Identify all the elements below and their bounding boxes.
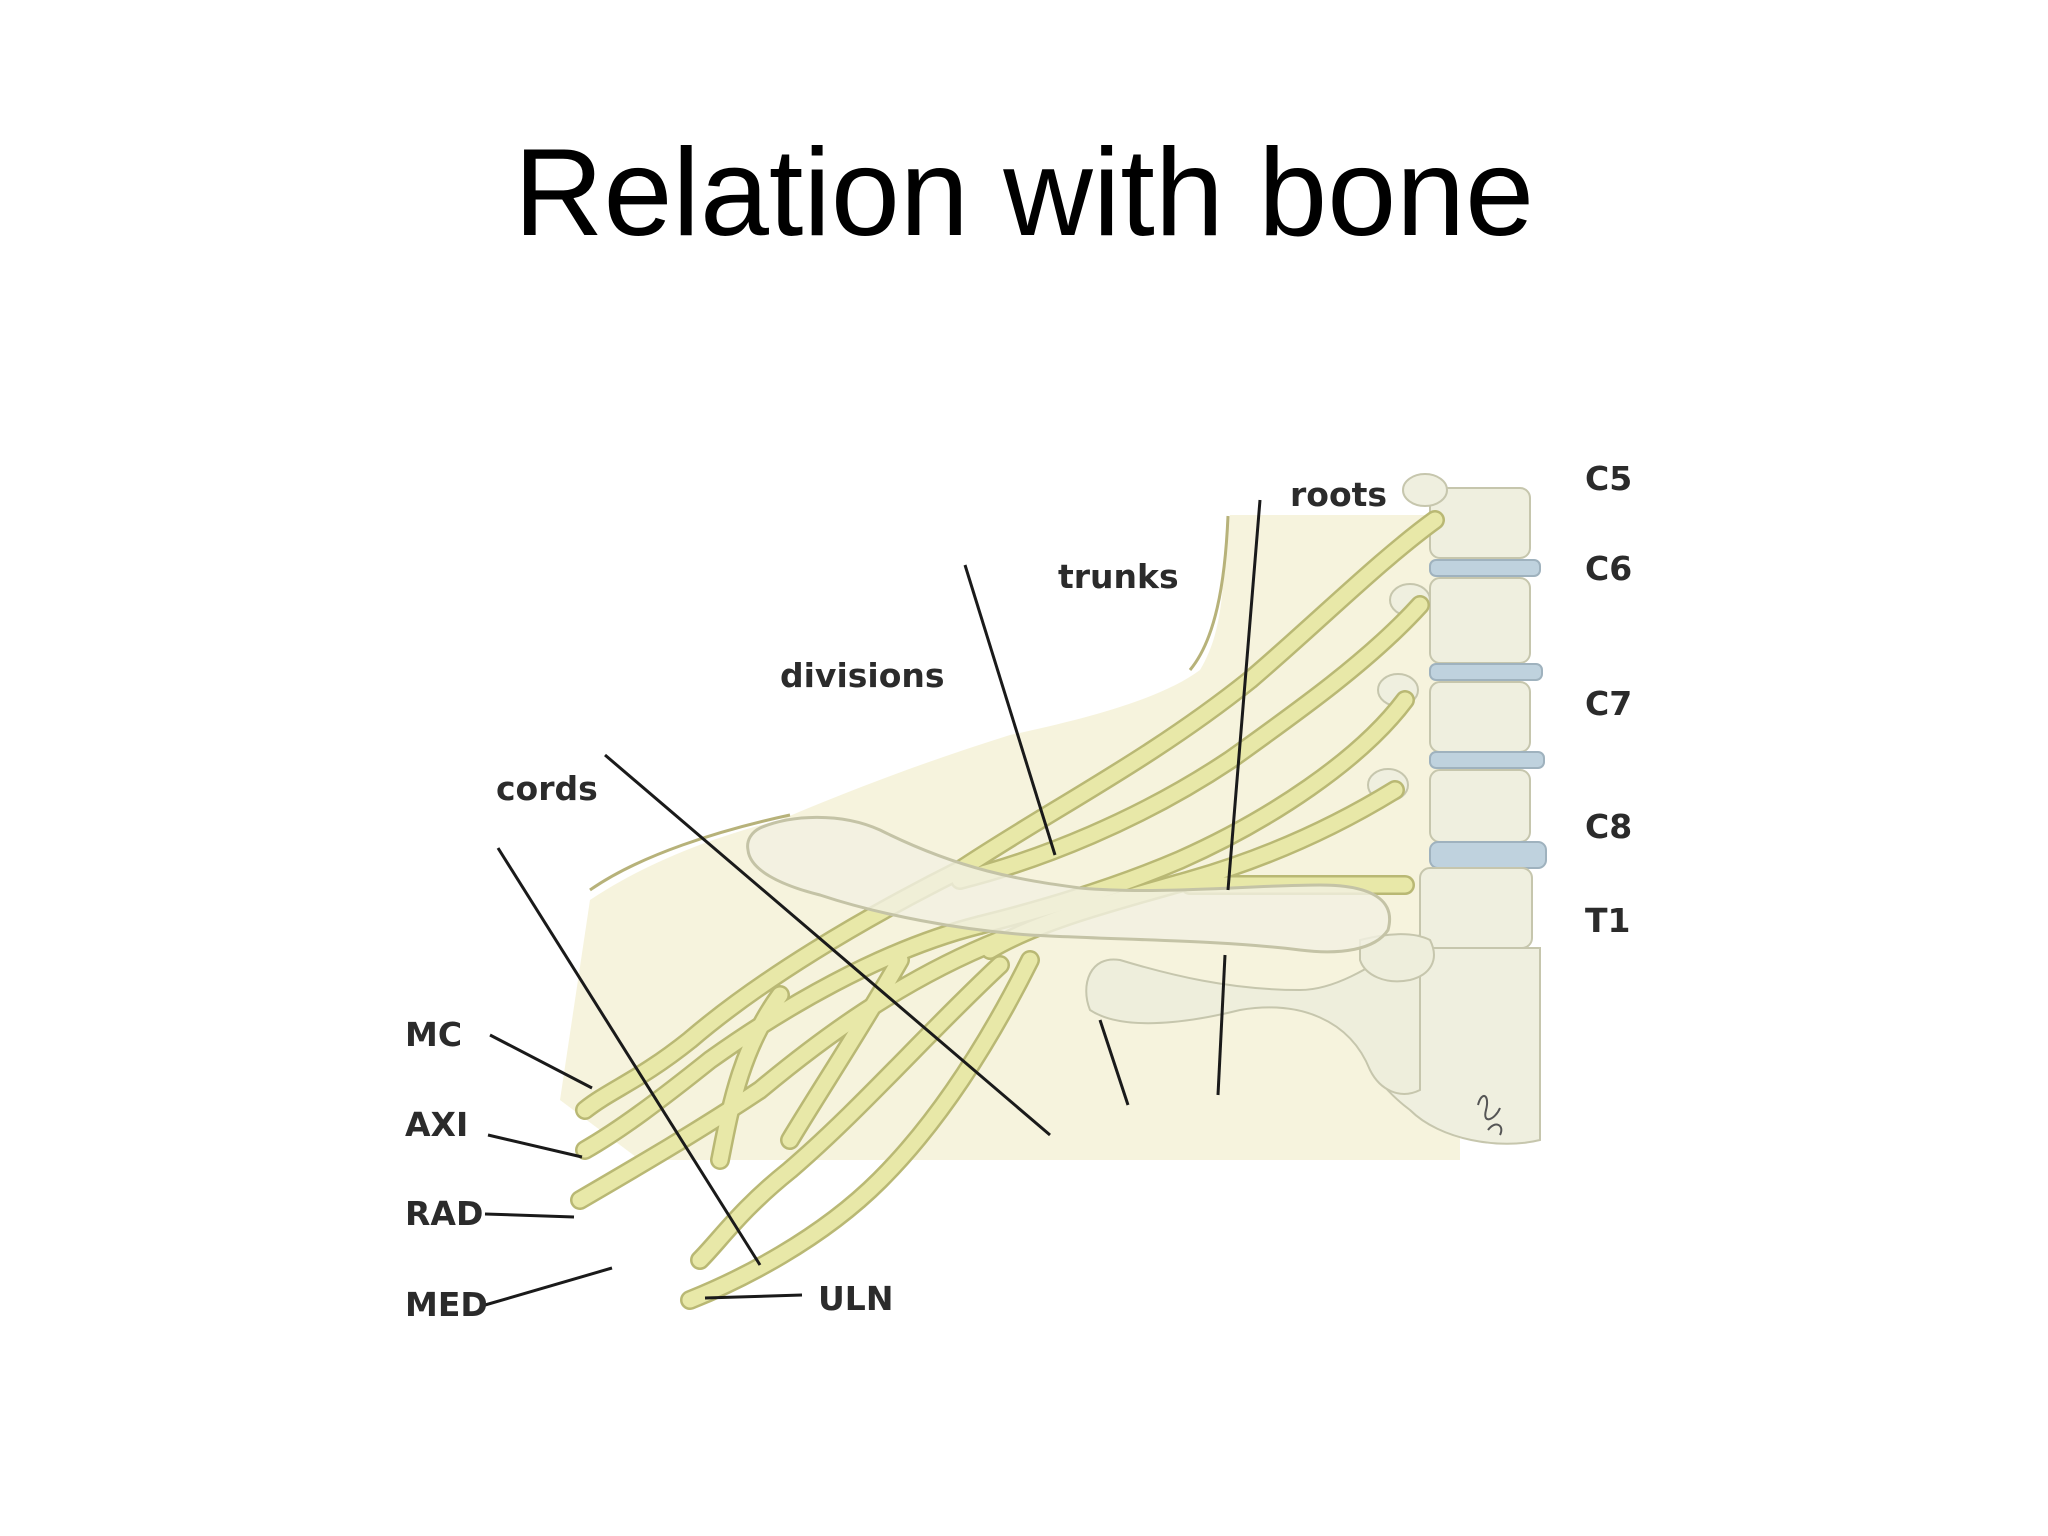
- vertebra-c6: [1429, 577, 1531, 664]
- label-level-c5: C5: [1585, 459, 1632, 498]
- label-level-c6: C6: [1585, 549, 1632, 588]
- vertebra-c7: [1429, 681, 1531, 753]
- shoulder-outline: [589, 813, 791, 892]
- clavicle: [746, 815, 1391, 954]
- leader-line-rib-right: [1216, 954, 1227, 1096]
- label-roots: roots: [1290, 475, 1387, 514]
- label-nerve-mc: MC: [405, 1015, 462, 1054]
- neck-outline: [1188, 515, 1230, 671]
- leader-line-rib-left: [1098, 1019, 1130, 1106]
- label-nerve-rad: RAD: [405, 1194, 483, 1233]
- leader-line-med: [484, 1266, 613, 1307]
- first-rib: [1085, 933, 1421, 1095]
- vertebra-c8: [1429, 769, 1531, 843]
- leader-line-axi: [487, 1133, 583, 1159]
- leader-line-mc: [489, 1033, 593, 1090]
- label-nerve-axi: AXI: [405, 1105, 468, 1144]
- leader-line-trunks: [963, 564, 1057, 856]
- leader-line-uln: [704, 1293, 803, 1300]
- label-trunks: trunks: [1058, 557, 1179, 596]
- leader-line-cords: [496, 847, 762, 1266]
- disc-c6-c7: [1429, 663, 1543, 681]
- label-level-c7: C7: [1585, 684, 1632, 723]
- label-nerve-med: MED: [405, 1285, 488, 1324]
- label-cords: cords: [496, 769, 598, 808]
- leader-line-roots: [1226, 499, 1262, 891]
- leader-lines: [484, 499, 1262, 1307]
- transverse-process-c5: [1402, 473, 1448, 507]
- first-rib-head: [1359, 933, 1435, 983]
- disc-c5-c6: [1429, 559, 1541, 577]
- leader-line-divisions: [604, 753, 1051, 1137]
- disc-c8-t1: [1429, 841, 1547, 869]
- label-level-c8: C8: [1585, 807, 1632, 846]
- slide-title: Relation with bone: [513, 124, 1535, 262]
- vertebra-t1: [1419, 867, 1533, 949]
- label-level-t1: T1: [1585, 901, 1630, 940]
- leader-line-rad: [484, 1212, 575, 1219]
- label-divisions: divisions: [780, 656, 945, 695]
- brachial-plexus-nerves: [570, 510, 1445, 1310]
- vertebral-column: [1356, 473, 1547, 1145]
- disc-c7-t1: [1429, 751, 1545, 769]
- nerve-fills: [572, 512, 1443, 1308]
- label-nerve-uln: ULN: [818, 1279, 893, 1318]
- artist-signature: [1477, 1095, 1503, 1136]
